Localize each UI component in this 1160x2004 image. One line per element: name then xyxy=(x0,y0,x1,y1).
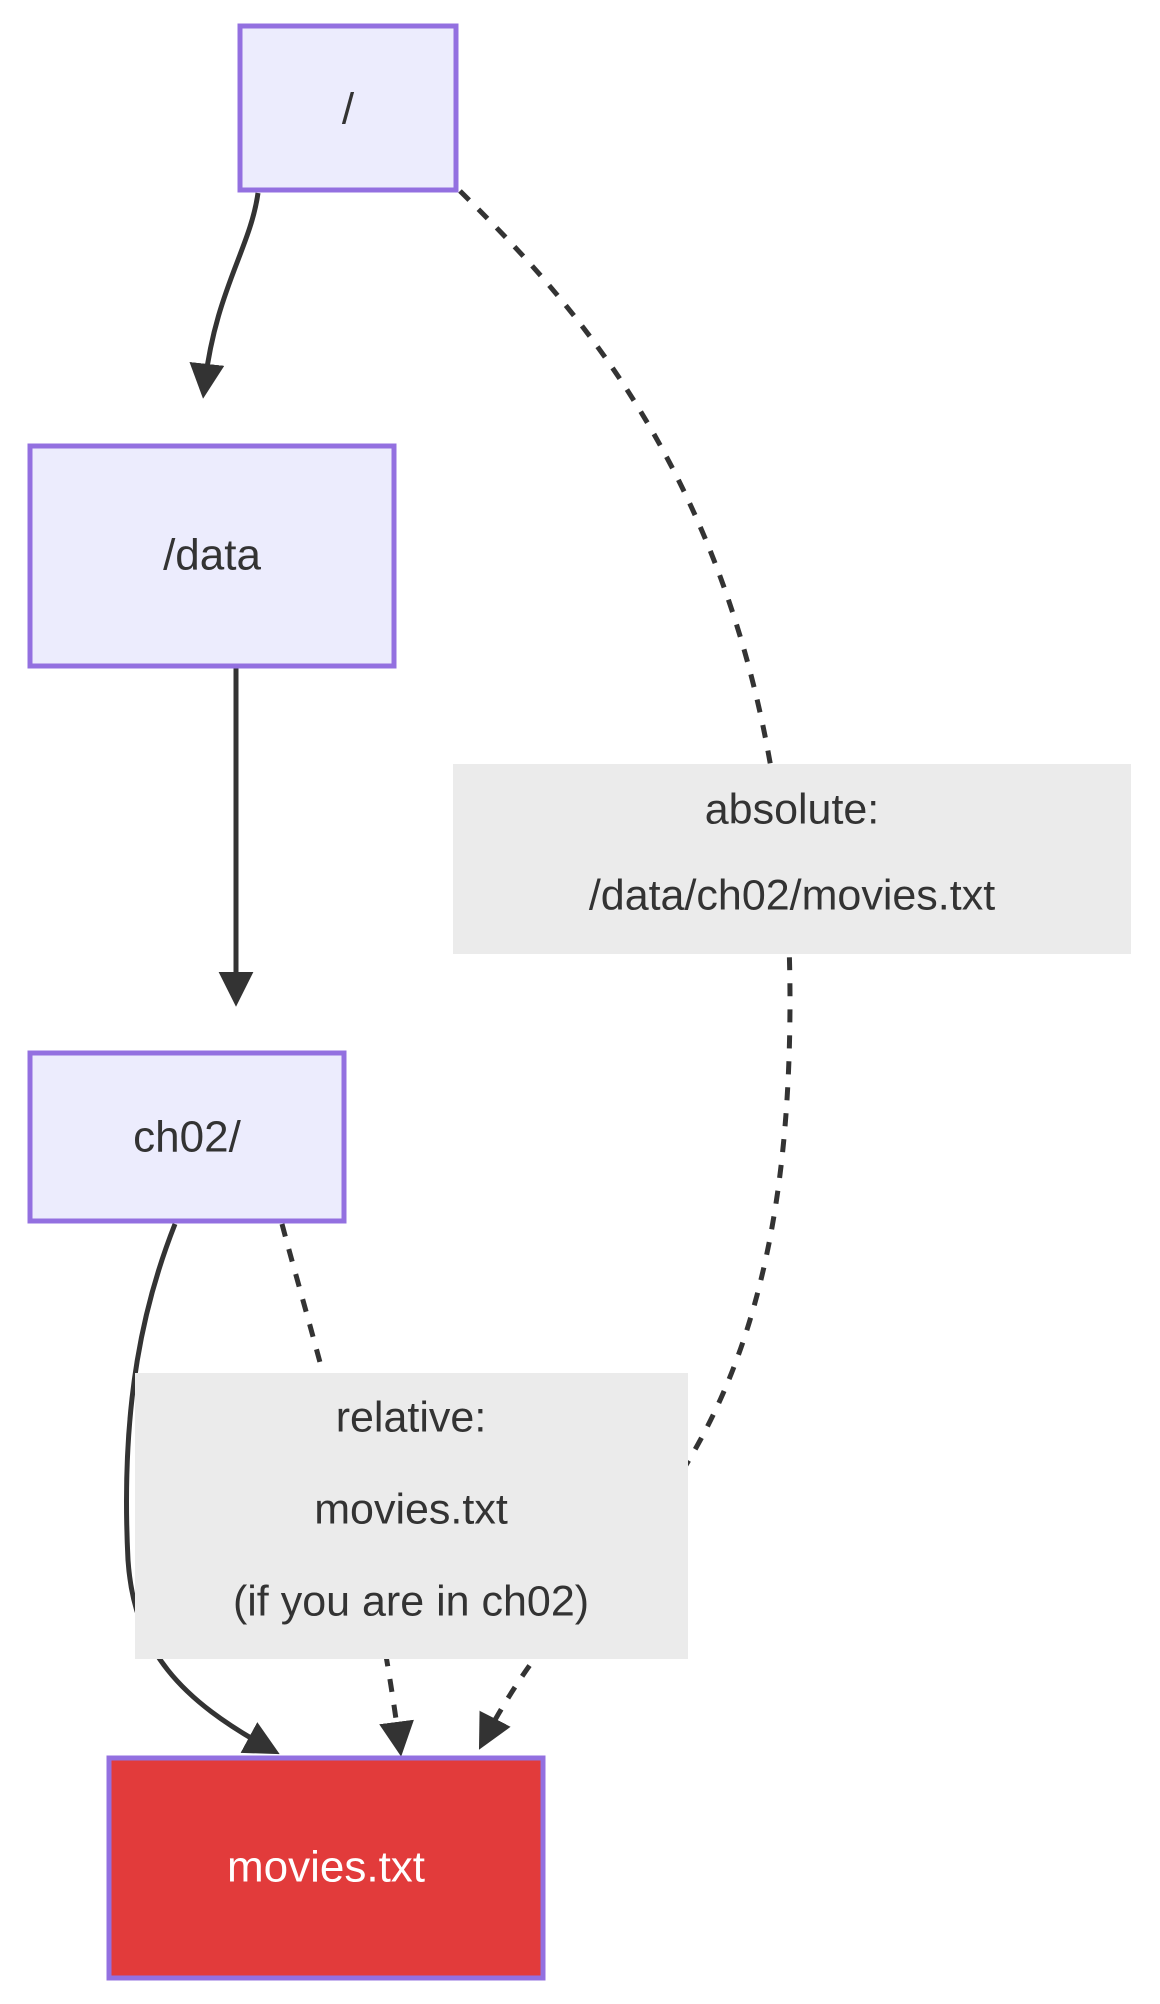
node-box[interactable] xyxy=(106,1755,546,1981)
node-label: /data xyxy=(163,531,261,580)
edge-path xyxy=(124,1223,280,1755)
node-label: / xyxy=(342,85,355,134)
node-root-directory[interactable]: / xyxy=(237,23,459,193)
edge-label-line: movies.txt xyxy=(314,1485,508,1533)
node-box[interactable] xyxy=(27,1050,347,1224)
edge-label-background xyxy=(135,1373,688,1659)
node-box[interactable] xyxy=(27,443,397,669)
node-label: ch02/ xyxy=(133,1113,241,1162)
edge-label-line: /data/ch02/movies.txt xyxy=(589,871,995,919)
edge-label-line: absolute: xyxy=(705,785,880,833)
node-data-directory[interactable]: /data xyxy=(27,443,397,669)
edge-path xyxy=(189,192,261,399)
node-box[interactable] xyxy=(237,23,459,193)
edge-label-line: relative: xyxy=(336,1393,487,1441)
node-movies-file[interactable]: movies.txt xyxy=(106,1755,546,1981)
edge-label-background xyxy=(453,764,1131,954)
edge-label-absolute: absolute: /data/ch02/movies.txt xyxy=(453,764,1131,954)
node-ch02-directory[interactable]: ch02/ xyxy=(27,1050,347,1224)
edge-label-relative: relative: movies.txt (if you are in ch02… xyxy=(135,1373,688,1659)
edge-root-to-data xyxy=(189,192,261,399)
edge-label-line: (if you are in ch02) xyxy=(233,1577,589,1625)
node-label: movies.txt xyxy=(227,1843,425,1892)
edge-ch02-to-movies xyxy=(124,1223,280,1755)
